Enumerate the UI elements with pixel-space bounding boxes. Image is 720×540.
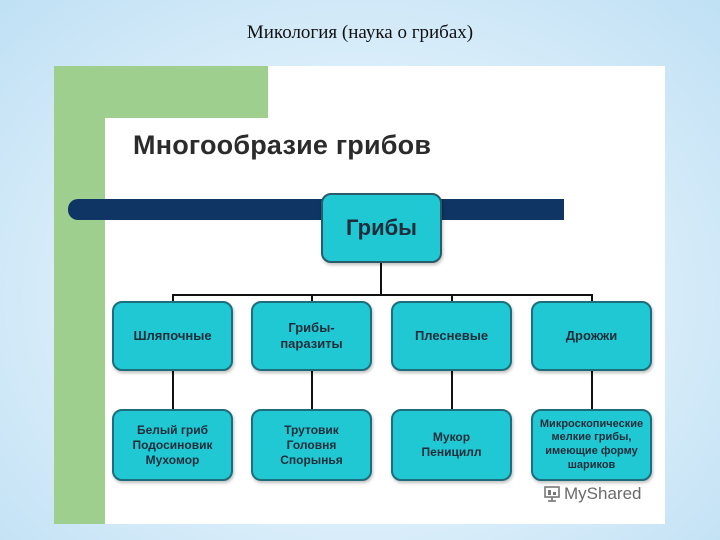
navy-decor-bar — [68, 199, 564, 220]
presentation-icon — [544, 486, 560, 502]
example-node: Трутовик Головня Спорынья — [251, 409, 372, 481]
connector-leaf-4 — [591, 371, 593, 409]
connector-leaf-3 — [451, 371, 453, 409]
example-node: Мукор Пеницилл — [391, 409, 512, 481]
category-node: Грибы- паразиты — [251, 301, 372, 371]
connector-cat-4 — [591, 294, 593, 302]
example-node: Белый гриб Подосиновик Мухомор — [112, 409, 233, 481]
connector-horizontal — [172, 294, 593, 296]
root-node: Грибы — [321, 193, 442, 263]
category-node: Плесневые — [391, 301, 512, 371]
connector-root-down — [380, 263, 382, 294]
category-node: Шляпочные — [112, 301, 233, 371]
connector-cat-1 — [172, 294, 174, 302]
connector-leaf-2 — [311, 371, 313, 409]
example-node: Микроскопические мелкие грибы, имеющие ф… — [531, 409, 652, 481]
category-node: Дрожжи — [531, 301, 652, 371]
connector-leaf-1 — [172, 371, 174, 409]
watermark: MyShared — [543, 484, 641, 504]
connector-cat-2 — [311, 294, 313, 302]
page-title: Микология (наука о грибах) — [246, 22, 474, 43]
watermark-text: MyShared — [564, 484, 642, 503]
connector-cat-3 — [451, 294, 453, 302]
slide-heading: Многообразие грибов — [133, 130, 432, 160]
